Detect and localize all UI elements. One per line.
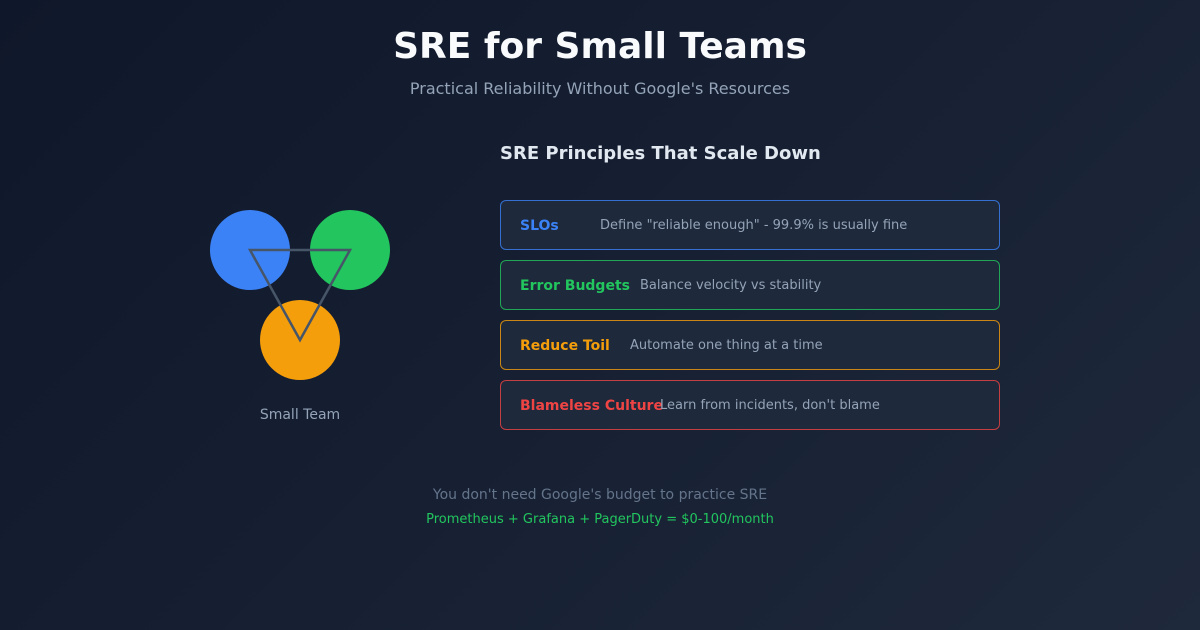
principle-card-error-budgets: Error Budgets Balance velocity vs stabil… xyxy=(500,260,1000,310)
principle-description: Learn from incidents, don't blame xyxy=(660,398,880,413)
footer-tagline: You don't need Google's budget to practi… xyxy=(432,487,768,503)
small-team-label: Small Team xyxy=(259,407,341,423)
footer-tools-cost: Prometheus + Grafana + PagerDuty = $0-10… xyxy=(426,512,774,527)
principles-title: SRE Principles That Scale Down xyxy=(500,143,821,164)
principle-name: Error Budgets xyxy=(520,278,630,294)
principle-card-slos: SLOs Define "reliable enough" - 99.9% is… xyxy=(500,200,1000,250)
principle-description: Define "reliable enough" - 99.9% is usua… xyxy=(600,218,908,233)
principle-name: Reduce Toil xyxy=(520,338,610,354)
principle-description: Balance velocity vs stability xyxy=(640,278,822,293)
page-subtitle: Practical Reliability Without Google's R… xyxy=(409,79,791,98)
small-team-diagram xyxy=(200,200,400,440)
principle-card-reduce-toil: Reduce Toil Automate one thing at a time xyxy=(500,320,1000,370)
principle-name: SLOs xyxy=(520,218,559,234)
principle-card-blameless-culture: Blameless Culture Learn from incidents, … xyxy=(500,380,1000,430)
team-connector-triangle xyxy=(247,248,353,343)
principle-description: Automate one thing at a time xyxy=(630,338,823,353)
principle-name: Blameless Culture xyxy=(520,398,663,414)
page-title: SRE for Small Teams xyxy=(393,26,807,67)
